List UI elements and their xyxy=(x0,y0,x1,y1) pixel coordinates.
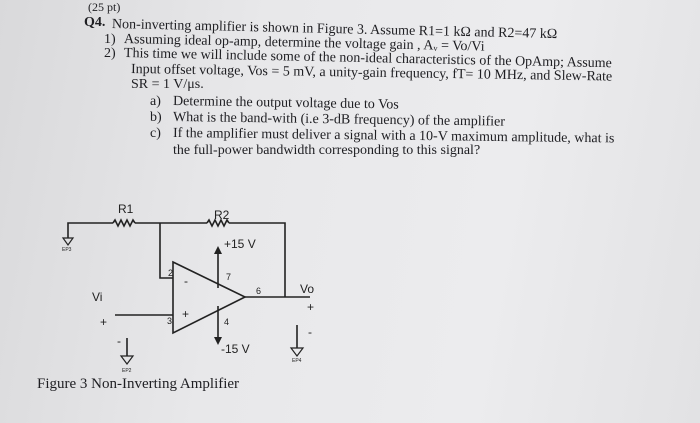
inv-sign: - xyxy=(184,274,188,288)
ep2-label: EP2 xyxy=(122,368,132,374)
pin3-label: 3 xyxy=(167,316,172,326)
wire-feedback xyxy=(229,222,286,297)
wire-ground-r1 xyxy=(67,222,113,238)
question-number: Q4. xyxy=(84,15,106,30)
vo-label: Vo xyxy=(300,282,314,296)
vminus-label: -15 V xyxy=(221,342,250,356)
sub-b-num: b) xyxy=(150,110,162,125)
arrow-down-icon xyxy=(214,337,222,345)
vi-plus: + xyxy=(100,315,107,329)
resistor-r2 xyxy=(206,218,230,228)
vplus-label: +15 V xyxy=(224,237,256,251)
item-1-num: 1) xyxy=(104,32,116,47)
resistor-r1 xyxy=(112,218,136,228)
vi-label: Vi xyxy=(92,290,102,304)
sub-c-num: c) xyxy=(150,126,161,141)
vo-minus: - xyxy=(308,325,312,339)
pin7-label: 7 xyxy=(226,272,231,282)
vo-plus: + xyxy=(307,300,314,314)
figure-caption: Figure 3 Non-Inverting Amplifier xyxy=(37,376,240,392)
r1-label: R1 xyxy=(118,202,134,216)
pin6-label: 6 xyxy=(256,286,261,296)
vi-minus: - xyxy=(117,334,121,348)
ground-ep4-icon xyxy=(289,347,305,357)
arrow-up-icon xyxy=(214,246,222,254)
ground-ep2-icon xyxy=(119,355,135,365)
opamp-triangle xyxy=(172,260,247,335)
sub-a-num: a) xyxy=(150,94,161,109)
item-2-num: 2) xyxy=(104,46,116,61)
noninv-sign: + xyxy=(182,307,189,321)
ground-ep3-icon xyxy=(61,237,75,247)
sub-c-cont: the full-power bandwidth corresponding t… xyxy=(173,143,481,158)
pin4-label: 4 xyxy=(224,317,229,327)
item-2-cont2: SR = 1 V/μs. xyxy=(131,77,204,92)
ep3-label: EP3 xyxy=(62,247,72,253)
points-label: (25 pt) xyxy=(88,0,121,14)
r2-label: R2 xyxy=(214,208,230,222)
wire-junction-inv xyxy=(159,223,173,279)
ep4-label: EP4 xyxy=(292,358,302,364)
pin2-label: 2 xyxy=(168,268,173,278)
